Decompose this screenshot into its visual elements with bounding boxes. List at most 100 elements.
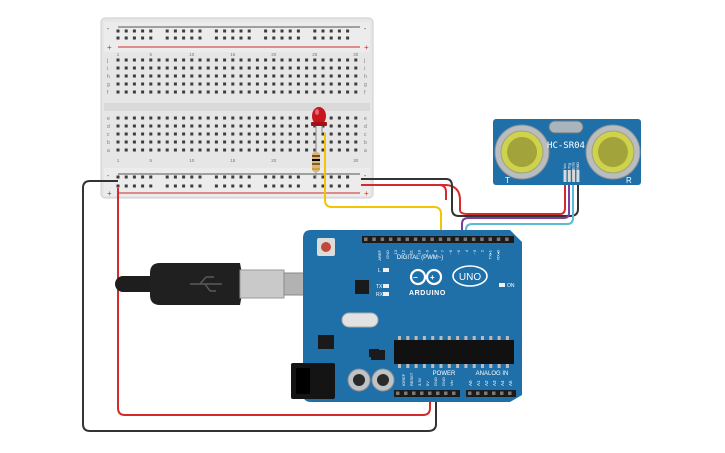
terminal-hole bbox=[157, 58, 161, 62]
header-pin[interactable] bbox=[397, 237, 401, 242]
sensor-corner-t: T bbox=[505, 176, 510, 185]
header-pin[interactable] bbox=[452, 391, 456, 396]
terminal-hole bbox=[231, 58, 235, 62]
terminal-hole bbox=[264, 82, 268, 86]
row-letter: b bbox=[107, 140, 110, 146]
header-pin[interactable] bbox=[412, 391, 416, 396]
reset-button[interactable] bbox=[317, 238, 335, 256]
header-pin[interactable] bbox=[476, 391, 480, 396]
wire-red-sensor-vcc bbox=[361, 184, 447, 200]
header-pin[interactable] bbox=[468, 391, 472, 396]
rail-hole bbox=[165, 184, 169, 188]
header-pin[interactable] bbox=[496, 237, 501, 242]
terminal-hole bbox=[280, 58, 284, 62]
row-letter: i bbox=[364, 66, 365, 72]
header-pin[interactable] bbox=[438, 237, 443, 242]
header-pin[interactable] bbox=[436, 391, 440, 396]
terminal-hole bbox=[124, 124, 128, 128]
terminal-hole bbox=[206, 148, 210, 152]
header-pin[interactable] bbox=[413, 237, 418, 242]
header-pin[interactable] bbox=[420, 391, 424, 396]
header-pin[interactable] bbox=[404, 391, 408, 396]
terminal-hole bbox=[272, 116, 276, 120]
terminal-hole bbox=[354, 116, 358, 120]
terminal-hole bbox=[329, 58, 333, 62]
rail-hole bbox=[296, 175, 300, 179]
terminal-hole bbox=[124, 74, 128, 78]
header-pin[interactable] bbox=[463, 237, 468, 242]
column-number: 15 bbox=[230, 158, 236, 163]
terminal-hole bbox=[206, 132, 210, 136]
terminal-hole bbox=[165, 66, 169, 70]
rail-hole bbox=[198, 29, 202, 33]
row-letter: b bbox=[364, 140, 367, 146]
terminal-hole bbox=[272, 74, 276, 78]
terminal-hole bbox=[296, 148, 300, 152]
rail-hole bbox=[149, 36, 153, 40]
header-pin[interactable] bbox=[484, 391, 488, 396]
rail-hole bbox=[173, 36, 177, 40]
header-pin[interactable] bbox=[500, 391, 504, 396]
power-pin-label: 5V bbox=[425, 381, 430, 386]
rail-hole bbox=[264, 175, 268, 179]
terminal-hole bbox=[132, 58, 136, 62]
header-pin[interactable] bbox=[447, 237, 451, 242]
terminal-hole bbox=[173, 132, 177, 136]
terminal-hole bbox=[157, 116, 161, 120]
header-pin[interactable] bbox=[372, 237, 376, 242]
header-pin[interactable] bbox=[508, 391, 512, 396]
header-pin[interactable] bbox=[480, 237, 484, 242]
digital-pin-label: ~10 bbox=[417, 249, 422, 257]
header-pin[interactable] bbox=[455, 237, 459, 242]
header-pin[interactable] bbox=[505, 237, 509, 242]
header-pin[interactable] bbox=[396, 391, 400, 396]
terminal-hole bbox=[264, 148, 268, 152]
header-pin[interactable] bbox=[471, 237, 476, 242]
breadboard[interactable]: jjiihhggffeeddccbbaa11551010151520202525… bbox=[100, 17, 374, 199]
terminal-hole bbox=[116, 66, 120, 70]
terminal-hole bbox=[124, 116, 128, 120]
terminal-hole bbox=[313, 140, 317, 144]
terminal-hole bbox=[296, 90, 300, 94]
analog-pin-label: A4 bbox=[500, 380, 505, 386]
terminal-hole bbox=[329, 148, 333, 152]
row-letter: h bbox=[364, 74, 367, 80]
terminal-hole bbox=[173, 74, 177, 78]
header-pin[interactable] bbox=[444, 391, 448, 396]
terminal-hole bbox=[124, 140, 128, 144]
header-pin[interactable] bbox=[380, 237, 385, 242]
terminal-hole bbox=[190, 132, 194, 136]
terminal-hole bbox=[157, 66, 161, 70]
header-pin[interactable] bbox=[428, 391, 432, 396]
row-letter: j bbox=[106, 58, 108, 64]
terminal-hole bbox=[165, 148, 169, 152]
sensor-title: HC-SR04 bbox=[547, 141, 585, 151]
terminal-hole bbox=[288, 148, 292, 152]
header-pin[interactable] bbox=[492, 391, 496, 396]
rail-hole bbox=[288, 184, 292, 188]
terminal-hole bbox=[255, 66, 259, 70]
digital-pin-label: 2 bbox=[480, 249, 485, 252]
red-led[interactable] bbox=[311, 107, 327, 152]
header-pin[interactable] bbox=[488, 237, 493, 242]
terminal-hole bbox=[214, 90, 218, 94]
rail-hole bbox=[296, 29, 300, 33]
terminal-hole bbox=[272, 140, 276, 144]
rail-hole bbox=[190, 184, 194, 188]
terminal-hole bbox=[346, 74, 350, 78]
header-pin[interactable] bbox=[422, 237, 426, 242]
terminal-hole bbox=[141, 66, 145, 70]
terminal-hole bbox=[141, 140, 145, 144]
header-pin[interactable] bbox=[364, 237, 368, 242]
header-pin[interactable] bbox=[430, 237, 434, 242]
header-pin[interactable] bbox=[405, 237, 410, 242]
header-pin[interactable] bbox=[388, 237, 393, 242]
resistor[interactable] bbox=[312, 145, 320, 178]
terminal-hole bbox=[337, 148, 341, 152]
row-letter: a bbox=[107, 148, 110, 154]
terminal-hole bbox=[288, 124, 292, 128]
